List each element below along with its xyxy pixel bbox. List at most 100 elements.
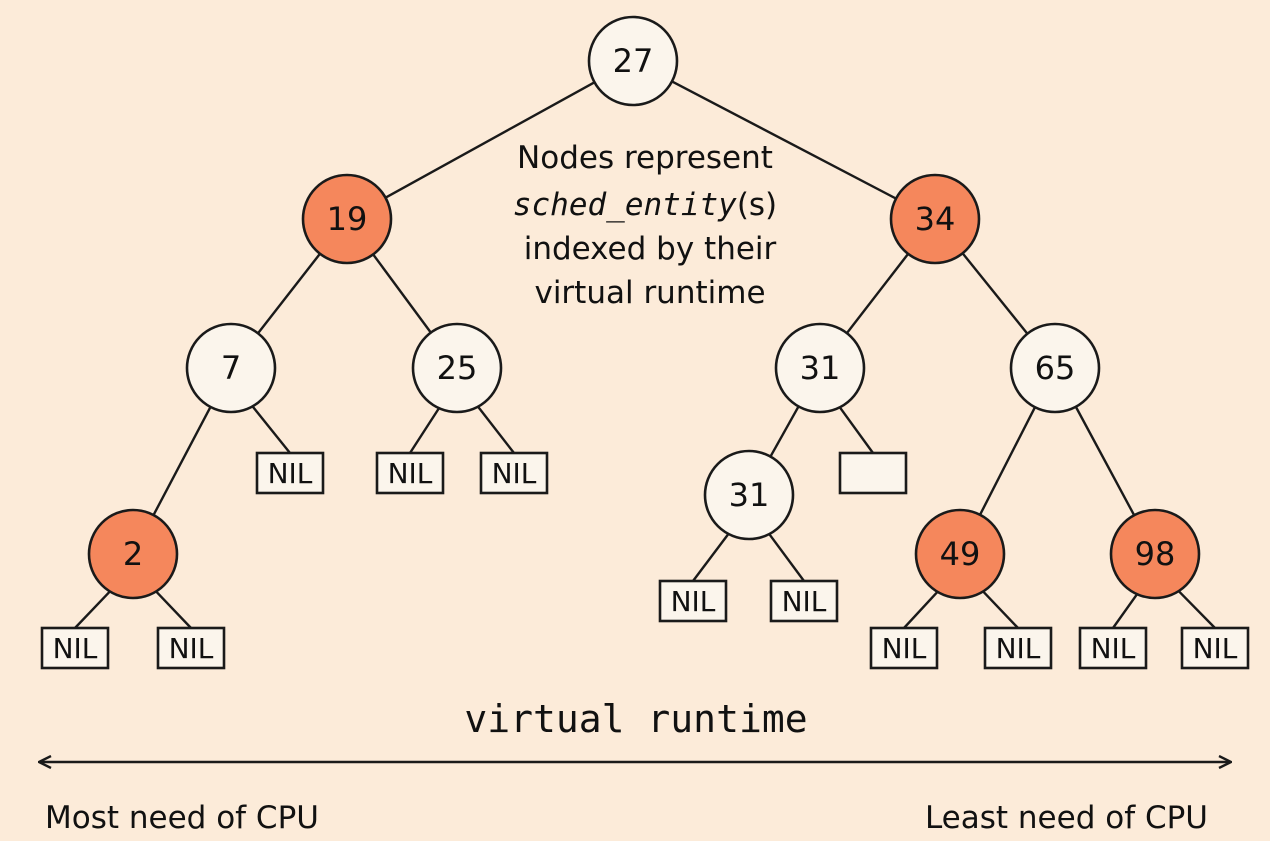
nil-box — [479, 451, 549, 495]
node-circle-red — [1109, 508, 1201, 600]
edge-to-n65 — [961, 252, 1029, 335]
tree-node-n19: 19 — [301, 173, 393, 265]
nil-label: NIL — [1193, 632, 1238, 665]
nil-label: NIL — [268, 457, 313, 490]
edge-to-n49 — [978, 406, 1037, 516]
edge-to-n31b — [769, 405, 800, 458]
tree-node-n98: 98 — [1109, 508, 1201, 600]
nil-leaf-l25l: NIL — [375, 451, 445, 495]
nil-box — [838, 451, 908, 495]
edge-to-l98r — [1177, 590, 1216, 629]
nil-box — [983, 626, 1053, 670]
nil-leaf-l31ar — [838, 451, 908, 495]
nil-leaf-l31bl: NIL — [658, 579, 728, 623]
axis-right-label: Least need of CPU — [925, 800, 1208, 836]
edge-to-l31br — [768, 533, 805, 582]
axis-left-label: Most need of CPU — [45, 800, 319, 836]
tree-node-n31a: 31 — [774, 322, 866, 414]
edge-to-n7 — [257, 252, 321, 335]
node-circle-black — [1009, 322, 1101, 414]
edge-to-n2 — [152, 406, 212, 516]
edge-to-l7r — [251, 405, 291, 454]
node-label: 7 — [221, 349, 241, 387]
edge-to-n25 — [372, 253, 432, 334]
nil-leaf-l2r: NIL — [156, 626, 226, 670]
node-circle-red — [914, 508, 1006, 600]
edge-to-n19 — [384, 81, 596, 199]
node-label: 2 — [123, 535, 143, 573]
nil-leaf-l49r: NIL — [983, 626, 1053, 670]
node-label: 31 — [729, 476, 770, 514]
edge-to-l49l — [903, 590, 939, 629]
node-label: 27 — [613, 42, 654, 80]
node-circle-black — [703, 449, 795, 541]
edge-to-l2l — [74, 590, 111, 629]
nil-box — [658, 579, 728, 623]
edge-to-l49r — [982, 590, 1019, 629]
nil-leaf-l31br: NIL — [769, 579, 839, 623]
edge-to-l31ar — [838, 406, 874, 454]
nil-box — [1180, 626, 1250, 670]
nil-label: NIL — [996, 632, 1041, 665]
note-code-term: sched_entity — [513, 187, 737, 223]
edge-to-n34 — [671, 80, 897, 200]
edges-layer — [74, 80, 1216, 629]
nil-leaf-l25r: NIL — [479, 451, 549, 495]
nil-label: NIL — [169, 632, 214, 665]
note-line-2: sched_entity(s) — [513, 187, 777, 223]
edge-to-n31a — [845, 253, 910, 334]
tree-node-n25: 25 — [411, 322, 503, 414]
tree-node-n31b: 31 — [703, 449, 795, 541]
node-label: 65 — [1035, 349, 1076, 387]
nil-label: NIL — [492, 457, 537, 490]
nil-label: NIL — [671, 585, 716, 618]
note-line-1: Nodes represent — [517, 140, 773, 176]
nil-leaf-l98r: NIL — [1180, 626, 1250, 670]
node-label: 49 — [940, 535, 981, 573]
nil-box — [869, 626, 939, 670]
tree-node-n34: 34 — [889, 173, 981, 265]
note-line-3: indexed by their — [524, 231, 777, 267]
tree-node-n27: 27 — [587, 15, 679, 107]
nil-leaf-l49l: NIL — [869, 626, 939, 670]
tree-node-n7: 7 — [185, 322, 277, 414]
nil-leaf-l2l: NIL — [40, 626, 110, 670]
node-circle-black — [587, 15, 679, 107]
axis-title: virtual runtime — [464, 697, 807, 741]
node-label: 34 — [915, 200, 956, 238]
nodes-layer: 27 19 34 7 25 31 65 2 31 49 98 — [87, 15, 1201, 600]
node-label: 19 — [327, 200, 368, 238]
nil-box — [255, 451, 325, 495]
edge-to-l25l — [408, 407, 441, 454]
nil-box — [375, 451, 445, 495]
node-label: 25 — [437, 349, 478, 387]
node-circle-red — [889, 173, 981, 265]
nil-box — [156, 626, 226, 670]
node-circle-red — [87, 508, 179, 600]
edge-to-l25r — [477, 405, 515, 454]
edge-to-l31bl — [692, 533, 730, 582]
nil-label: NIL — [53, 632, 98, 665]
edge-to-l2r — [155, 590, 192, 629]
tree-node-n2: 2 — [87, 508, 179, 600]
nil-leaf-l7r: NIL — [255, 451, 325, 495]
nil-box — [1078, 626, 1148, 670]
node-circle-red — [301, 173, 393, 265]
tree-node-n49: 49 — [914, 508, 1006, 600]
node-circle-black — [411, 322, 503, 414]
node-circle-black — [185, 322, 277, 414]
edge-to-n98 — [1074, 406, 1136, 516]
nil-leaf-l98l: NIL — [1078, 626, 1148, 670]
edge-to-l98l — [1112, 593, 1139, 629]
nil-label: NIL — [1091, 632, 1136, 665]
nil-label: NIL — [882, 632, 927, 665]
leaves-layer: NIL NIL NIL NIL NIL NIL NIL NIL NIL NIL NIL — [40, 451, 1250, 670]
nil-box — [40, 626, 110, 670]
node-label: 31 — [800, 349, 841, 387]
nil-box — [769, 579, 839, 623]
annotation-note: Nodes represent sched_entity(s) indexed … — [513, 140, 777, 311]
tree-node-n65: 65 — [1009, 322, 1101, 414]
node-circle-black — [774, 322, 866, 414]
